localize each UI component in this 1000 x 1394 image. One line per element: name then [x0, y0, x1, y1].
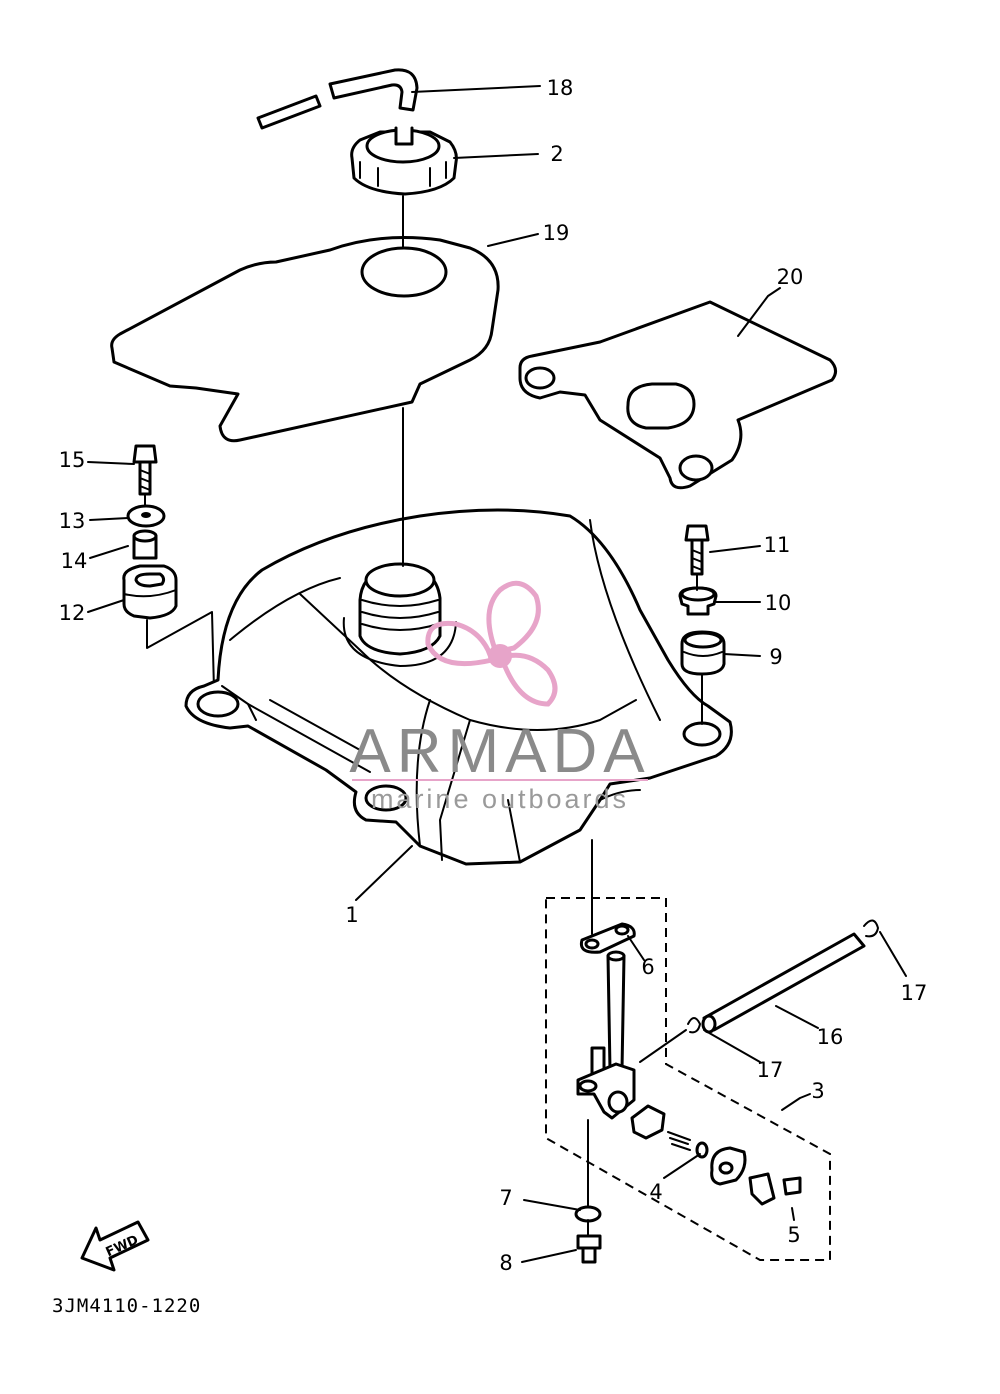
fuel-cock-assembly-boundary: [545, 897, 831, 1261]
fuel-cap-part-2: [350, 126, 458, 196]
callout-13: 13: [59, 509, 86, 533]
collar-part-14: [132, 529, 158, 560]
callout-16: 16: [817, 1025, 844, 1049]
callout-19: 19: [543, 221, 570, 245]
washer-part-13: [126, 504, 166, 528]
callout-17-bottom: 17: [757, 1058, 784, 1082]
watermark-tagline: marine outboards: [371, 784, 629, 814]
leader-lines: [87, 85, 907, 1263]
fuel-pipe-part-16: [701, 932, 866, 1034]
callout-17-top: 17: [901, 981, 928, 1005]
callout-11: 11: [764, 533, 791, 557]
callout-18: 18: [547, 76, 574, 100]
callout-9: 9: [769, 645, 782, 669]
callout-3: 3: [811, 1079, 824, 1103]
grommet-part-9: [680, 630, 726, 676]
diagram-code: 3JM4110-1220: [52, 1295, 201, 1317]
callout-6: 6: [641, 955, 654, 979]
fwd-arrow-icon: FWD: [80, 1220, 150, 1272]
collar-part-10: [678, 586, 718, 616]
callout-20: 20: [777, 265, 804, 289]
clip-part-17-bottom: [687, 1017, 701, 1034]
bolt-part-11: [684, 524, 710, 576]
clip-part-17-top: [863, 919, 879, 938]
callout-12: 12: [59, 601, 86, 625]
armada-watermark: ARMADA marine outboards: [349, 580, 650, 814]
grommet-part-12: [122, 564, 178, 620]
propeller-logo-icon: [425, 580, 558, 707]
tank-pad-part-19: [110, 236, 500, 443]
gasket-part-6: [579, 922, 636, 954]
callout-15: 15: [59, 448, 86, 472]
plate-part-20: [518, 300, 837, 490]
fuel-tank-part-1: [184, 508, 733, 866]
screw-part-8: [576, 1234, 602, 1264]
callout-2: 2: [550, 142, 563, 166]
callout-10: 10: [765, 591, 792, 615]
callout-5: 5: [787, 1223, 800, 1247]
callout-labels: 18 2 19 20 15 13 14 12 11 10 9 1 6 17 16…: [59, 76, 928, 1275]
callout-4: 4: [649, 1180, 662, 1204]
bolt-part-15: [132, 444, 158, 496]
callout-14: 14: [61, 549, 88, 573]
callout-1: 1: [345, 903, 358, 927]
callout-7: 7: [499, 1186, 512, 1210]
leader-12-to-tank: [146, 611, 215, 691]
fuel-cock-body: [576, 950, 636, 1120]
watermark-brand: ARMADA: [349, 717, 650, 786]
breather-hose-part-18: [256, 68, 419, 130]
callout-8: 8: [499, 1251, 512, 1275]
